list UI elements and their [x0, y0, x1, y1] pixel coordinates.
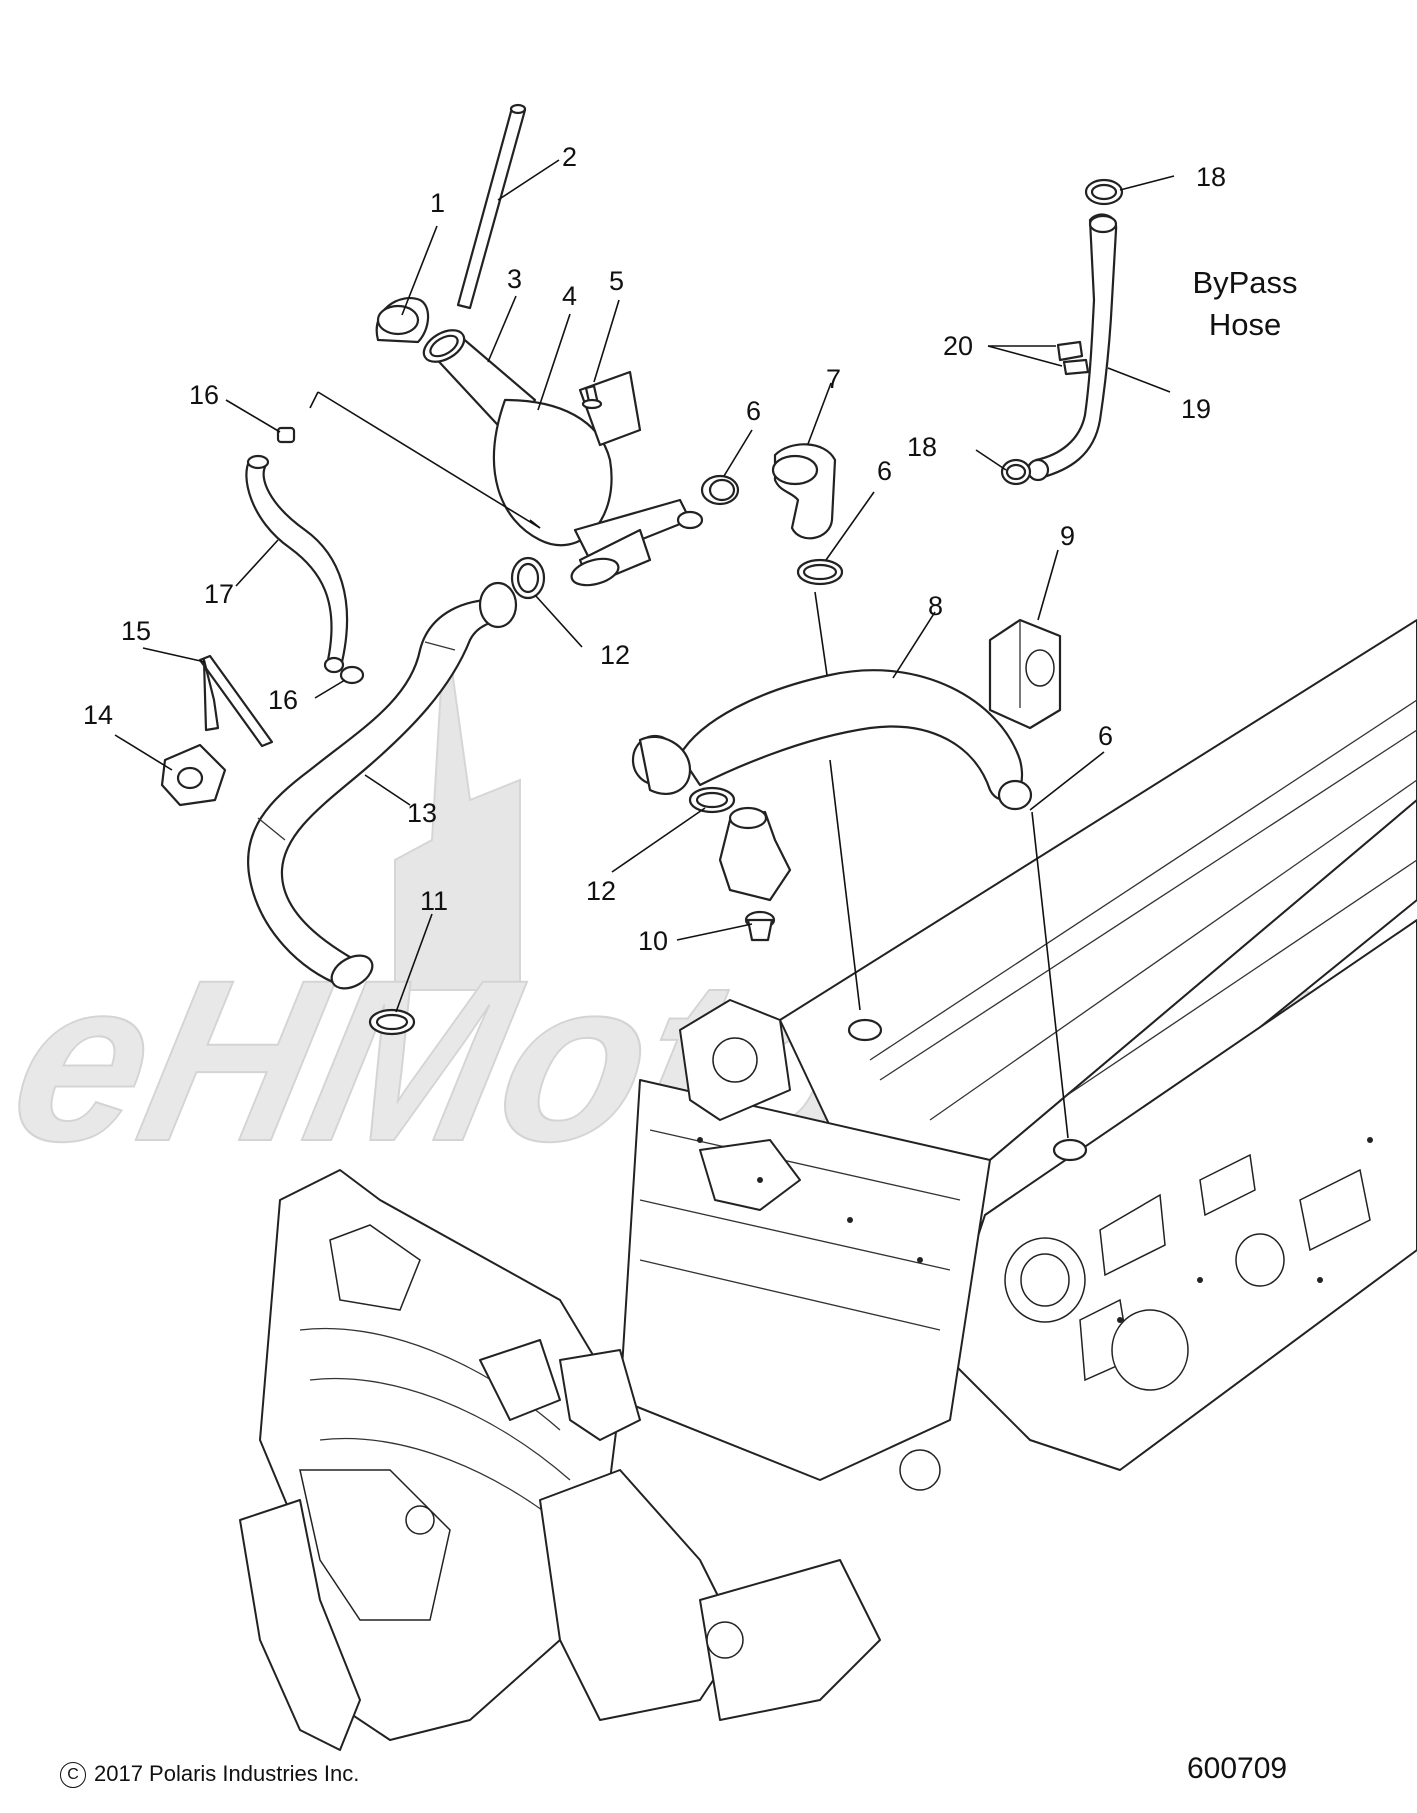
callout-6-upper: 6: [746, 396, 761, 426]
callout-7: 7: [826, 364, 841, 394]
hose-17: [245, 454, 349, 674]
copyright-icon: C: [60, 1762, 86, 1789]
thermostat-housing: [718, 806, 792, 902]
callout-17: 17: [204, 579, 234, 609]
plug-16-upper: [276, 426, 296, 444]
callout-2: 2: [562, 142, 577, 172]
clamp-6-mid: [796, 558, 844, 586]
chassis-frame: [239, 619, 1417, 1751]
callout-6-mid: 6: [877, 456, 892, 486]
callout-19: 19: [1181, 394, 1211, 424]
callout-20: 20: [943, 331, 973, 361]
callout-8: 8: [928, 591, 943, 621]
callout-12-upper: 12: [600, 640, 630, 670]
tie-15: [198, 654, 274, 748]
callout-6-lower: 6: [1098, 721, 1113, 751]
hose-13: [247, 581, 518, 990]
clamp-18-lower: [1000, 458, 1032, 486]
clamp-18-upper: [1084, 178, 1124, 206]
callout-13: 13: [407, 798, 437, 828]
bracket-14: [160, 743, 227, 807]
callout-16-lower: 16: [268, 685, 298, 715]
callout-16-upper: 16: [189, 380, 219, 410]
bypass-hose-19: [1026, 213, 1118, 482]
callout-labels: 1 2 3 4 5 6 6 6 7 8 9 10 11 12 12 13 14 …: [83, 142, 1226, 956]
fastener-5: [581, 384, 603, 410]
clamp-6-upper: [700, 474, 740, 506]
callout-4: 4: [562, 281, 577, 311]
callout-10: 10: [638, 926, 668, 956]
callout-3: 3: [507, 264, 522, 294]
copyright-text: 2017 Polaris Industries Inc.: [94, 1761, 360, 1786]
callout-1: 1: [430, 188, 445, 218]
clamp-12-upper: [510, 556, 546, 600]
callout-18-lower: 18: [907, 432, 937, 462]
block-9: [988, 618, 1062, 730]
callout-14: 14: [83, 700, 113, 730]
figure-number: 600709: [1187, 1752, 1288, 1785]
callout-5: 5: [609, 266, 624, 296]
callout-18-upper: 18: [1196, 162, 1226, 192]
clips-20: [1056, 340, 1090, 376]
elbow-7: [771, 443, 837, 540]
annotation-line-2: Hose: [1208, 307, 1282, 342]
leader-lines: [114, 159, 1175, 1139]
callout-9: 9: [1060, 521, 1075, 551]
callout-12-lower: 12: [586, 876, 616, 906]
plug-16-lower: [339, 665, 365, 685]
clamp-11: [368, 1008, 416, 1036]
clamp-12-lower: [688, 786, 736, 814]
reservoir-4: [492, 370, 704, 587]
copyright-notice: C 2017 Polaris Industries Inc.: [60, 1761, 360, 1789]
cap-1: [375, 297, 430, 344]
vent-tube-2: [456, 103, 527, 310]
bypass-hose-annotation: ByPass Hose: [1165, 262, 1325, 346]
hose-8: [631, 669, 1033, 811]
callout-11: 11: [420, 886, 448, 916]
callout-15: 15: [121, 616, 151, 646]
annotation-line-1: ByPass: [1192, 265, 1298, 300]
thermostat-10: [744, 910, 776, 942]
